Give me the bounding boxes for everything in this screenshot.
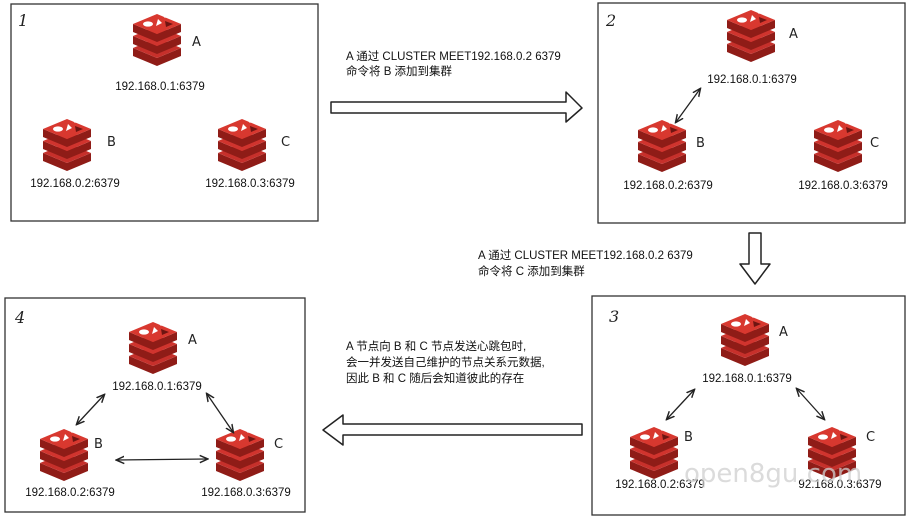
panel-4-node-a-address: 192.168.0.1:6379: [112, 381, 202, 393]
panel-2: 2 A 192.168.0.1:6379 B 192.168.0.2:6379 …: [597, 2, 906, 224]
panel-4-frame: [4, 297, 306, 513]
watermark: open8gu.com: [684, 459, 862, 489]
panel-3-frame: [591, 295, 906, 516]
panel-3-node-b-letter: B: [684, 430, 693, 445]
panel-2-node-a-letter: A: [789, 27, 798, 42]
note-step-3-line-1: A 节点向 B 和 C 节点发送心跳包时,: [346, 339, 526, 353]
panel-1-node-c-address: 192.168.0.3:6379: [205, 178, 295, 190]
link-a-b: [667, 390, 694, 419]
panel-1-node-a: A 192.168.0.1:6379: [115, 14, 205, 93]
redis-logo-icon: [133, 14, 181, 66]
link-a-b: [676, 89, 700, 122]
panel-1-node-b-address: 192.168.0.2:6379: [30, 178, 120, 190]
panel-4-node-b-address: 192.168.0.2:6379: [25, 487, 115, 499]
panel-4-node-c-letter: C: [274, 437, 283, 452]
link-a-c: [797, 389, 824, 419]
panel-2-node-c: C 192.168.0.3:6379: [798, 120, 888, 192]
panel-2-node-a: A 192.168.0.1:6379: [707, 10, 798, 86]
redis-logo-icon: [218, 119, 266, 171]
note-step-3-line-2: 会一并发送自己维护的节点关系元数据,: [346, 355, 545, 369]
panel-3-number: 3: [609, 307, 619, 326]
redis-logo-icon: [630, 427, 678, 479]
note-step-3: A 节点向 B 和 C 节点发送心跳包时, 会一并发送自己维护的节点关系元数据,…: [346, 339, 545, 385]
panel-2-node-b-letter: B: [696, 136, 705, 151]
panel-3-node-b: B 192.168.0.2:6379: [615, 427, 705, 491]
panel-3: 3 A 192.168.0.1:6379 B 192.168.0.2:6379 …: [591, 295, 906, 516]
note-step-2-line-2: 命令将 C 添加到集群: [478, 264, 585, 278]
panel-1-node-a-address: 192.168.0.1:6379: [115, 81, 205, 93]
panel-1: 1 A 192.168.0.1:6379 B 192.168.0.2:6379 …: [10, 3, 319, 222]
redis-logo-icon: [43, 119, 91, 171]
flow-arrow-2-to-3: [739, 232, 771, 285]
redis-logo-icon: [216, 429, 264, 481]
panel-3-node-a-address: 192.168.0.1:6379: [702, 373, 792, 385]
panel-3-node-c-letter: C: [866, 430, 875, 445]
note-step-3-line-3: 因此 B 和 C 随后会知道彼此的存在: [346, 371, 524, 385]
redis-logo-icon: [40, 429, 88, 481]
panel-3-node-a-letter: A: [779, 325, 788, 340]
panel-4-node-b-letter: B: [94, 437, 103, 452]
panel-3-node-a: A 192.168.0.1:6379: [702, 314, 792, 385]
panel-2-node-b: B 192.168.0.2:6379: [623, 120, 713, 192]
note-step-1-line-1: A 通过 CLUSTER MEET192.168.0.2 6379: [346, 50, 561, 63]
panel-1-node-c: C 192.168.0.3:6379: [205, 119, 295, 190]
link-b-c: [117, 459, 207, 460]
panel-3-node-c: C 92.168.0.3:6379: [798, 427, 882, 491]
redis-logo-icon: [721, 314, 769, 366]
panel-2-node-a-address: 192.168.0.1:6379: [707, 74, 797, 86]
panel-3-node-b-address: 192.168.0.2:6379: [615, 479, 705, 491]
panel-4-node-a-letter: A: [188, 333, 197, 348]
link-a-c: [207, 394, 233, 432]
panel-4-node-c-address: 192.168.0.3:6379: [201, 487, 291, 499]
panel-4-node-c: C 192.168.0.3:6379: [201, 429, 291, 499]
panel-1-frame: [10, 3, 319, 222]
note-step-1-line-2: 命令将 B 添加到集群: [346, 64, 453, 78]
panel-4-number: 4: [14, 308, 25, 327]
panel-2-number: 2: [605, 11, 616, 30]
redis-logo-icon: [727, 10, 775, 62]
note-step-2: A 通过 CLUSTER MEET192.168.0.2 6379 命令将 C …: [478, 249, 693, 278]
panel-4-node-a: A 192.168.0.1:6379: [112, 322, 202, 393]
panel-2-node-c-address: 192.168.0.3:6379: [798, 180, 888, 192]
note-step-2-line-1: A 通过 CLUSTER MEET192.168.0.2 6379: [478, 249, 693, 262]
panel-1-number: 1: [18, 11, 28, 30]
link-a-b: [77, 395, 104, 424]
panel-1-node-c-letter: C: [281, 135, 290, 150]
flow-arrow-3-to-4: [322, 414, 583, 446]
panel-3-node-c-address: 92.168.0.3:6379: [798, 479, 881, 491]
redis-logo-icon: [814, 120, 862, 172]
panel-2-node-b-address: 192.168.0.2:6379: [623, 180, 713, 192]
panel-4: 4 A 192.168.0.1:6379 B 192.168.0.2:6379 …: [4, 297, 306, 513]
panel-2-frame: [597, 2, 906, 224]
redis-logo-icon: [129, 322, 177, 374]
flow-arrow-1-to-2: [330, 91, 583, 123]
panel-1-node-a-letter: A: [192, 35, 201, 50]
panel-2-node-c-letter: C: [870, 136, 879, 151]
panel-4-node-b: B 192.168.0.2:6379: [25, 429, 115, 499]
note-step-1: A 通过 CLUSTER MEET192.168.0.2 6379 命令将 B …: [346, 50, 561, 78]
panel-1-node-b-letter: B: [107, 135, 116, 150]
redis-logo-icon: [638, 120, 686, 172]
panel-1-node-b: B 192.168.0.2:6379: [30, 119, 120, 190]
